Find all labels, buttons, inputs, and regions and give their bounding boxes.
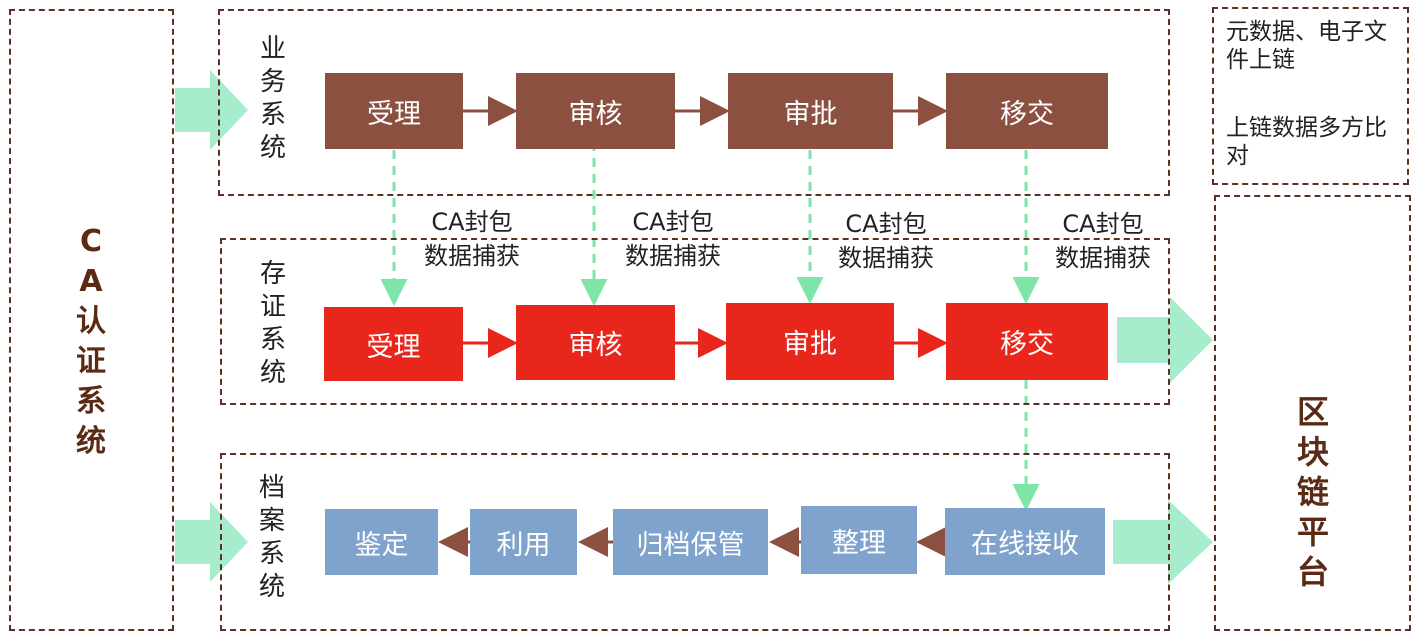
capture-label-line1: CA封包	[845, 210, 927, 238]
blockchain-note-2: 上链数据多方比对	[1226, 115, 1387, 169]
capture-label-line2: 数据捕获	[424, 242, 520, 270]
capture-label-2: CA封包 数据捕获	[603, 205, 743, 273]
archive-step-store: 归档保管	[613, 509, 768, 575]
evidence-step-review: 审核	[516, 305, 675, 380]
blockchain-platform-panel	[1214, 195, 1411, 631]
ca-system-panel	[9, 9, 174, 631]
evidence-system-label: 存证系统	[259, 259, 286, 388]
capture-label-1: CA封包 数据捕获	[402, 205, 542, 273]
archive-step-receive: 在线接收	[945, 508, 1105, 575]
big-arrow-evidence-to-blockchain	[1117, 297, 1213, 383]
business-step-review: 审核	[516, 73, 675, 149]
blockchain-platform-label: 区块链平台	[1296, 393, 1329, 591]
big-arrow-archive-to-blockchain	[1113, 500, 1213, 584]
archive-step-use: 利用	[470, 509, 577, 575]
archive-system-label: 档案系统	[258, 473, 285, 602]
evidence-step-transfer: 移交	[946, 303, 1108, 380]
blockchain-notes-panel	[1212, 7, 1409, 185]
archive-step-organize: 整理	[801, 506, 917, 574]
business-system-label: 业务系统	[259, 34, 286, 163]
capture-label-3: CA封包 数据捕获	[816, 207, 956, 275]
archive-step-appraise: 鉴定	[325, 509, 438, 575]
business-step-approve: 审批	[728, 73, 893, 149]
capture-label-line1: CA封包	[1062, 210, 1144, 238]
capture-label-line1: CA封包	[632, 208, 714, 236]
blockchain-note-1: 元数据、电子文件上链	[1226, 19, 1387, 73]
business-step-accept: 受理	[325, 73, 463, 149]
ca-system-label: CA认证系统	[76, 224, 106, 459]
business-step-transfer: 移交	[946, 73, 1108, 149]
evidence-system-panel	[220, 238, 1170, 405]
capture-label-4: CA封包 数据捕获	[1033, 207, 1173, 275]
big-arrow-ca-to-archive	[175, 502, 248, 582]
evidence-step-approve: 审批	[726, 303, 894, 380]
capture-label-line2: 数据捕获	[838, 244, 934, 272]
big-arrow-ca-to-business	[175, 70, 248, 150]
capture-label-line1: CA封包	[431, 208, 513, 236]
archive-system-panel	[220, 453, 1170, 631]
business-system-panel	[218, 9, 1170, 196]
evidence-step-accept: 受理	[324, 307, 463, 381]
capture-label-line2: 数据捕获	[625, 242, 721, 270]
capture-label-line2: 数据捕获	[1055, 244, 1151, 272]
